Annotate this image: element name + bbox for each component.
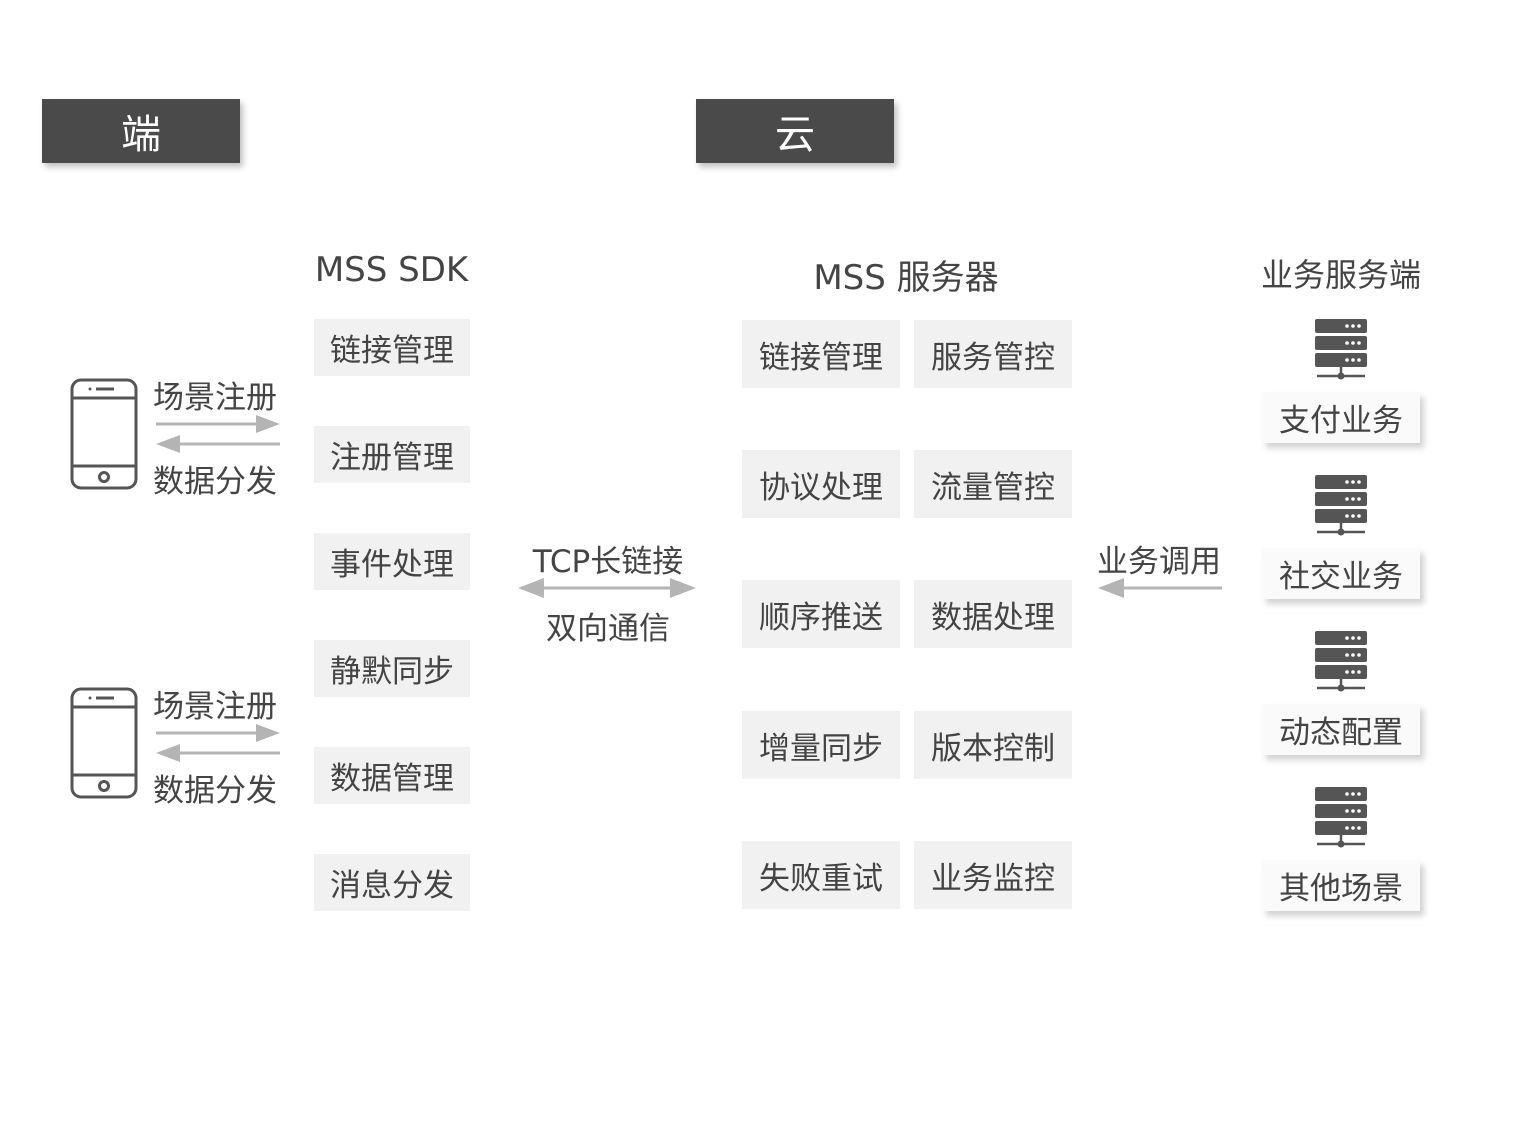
downlink-arrow — [156, 435, 280, 453]
business-item: 社交业务 — [1262, 548, 1420, 599]
cloud-tab: 云 — [696, 99, 894, 163]
business-item: 其他场景 — [1262, 860, 1420, 911]
server-item: 协议处理 — [742, 450, 900, 518]
server-item: 失败重试 — [742, 841, 900, 909]
phone-icon — [70, 378, 138, 490]
server-icon — [1315, 631, 1367, 692]
sdk-item: 注册管理 — [314, 426, 470, 483]
server-item: 服务管控 — [914, 320, 1072, 388]
sdk-item: 数据管理 — [314, 747, 470, 804]
data-dispatch-label: 数据分发 — [153, 773, 277, 809]
device-tab-label: 端 — [121, 112, 161, 158]
business-item: 支付业务 — [1262, 392, 1420, 443]
server-item: 增量同步 — [742, 711, 900, 779]
data-dispatch-label: 数据分发 — [153, 464, 277, 500]
uplink-arrow — [156, 724, 280, 742]
server-item: 版本控制 — [914, 711, 1072, 779]
business-title: 业务服务端 — [1260, 256, 1421, 294]
server-item: 流量管控 — [914, 450, 1072, 518]
phone-icon — [70, 687, 138, 799]
duplex-label: 双向通信 — [546, 611, 670, 647]
sdk-item: 链接管理 — [314, 319, 470, 376]
server-icon — [1315, 319, 1367, 380]
business-item: 动态配置 — [1262, 704, 1420, 755]
sdk-item: 事件处理 — [314, 533, 470, 590]
cloud-tab-label: 云 — [775, 112, 815, 158]
server-item: 业务监控 — [914, 841, 1072, 909]
downlink-arrow — [156, 744, 280, 762]
sdk-title: MSS SDK — [314, 250, 469, 290]
server-icon — [1315, 787, 1367, 848]
server-icon — [1315, 475, 1367, 536]
sdk-item: 消息分发 — [314, 854, 470, 911]
server-item: 链接管理 — [742, 320, 900, 388]
device-tab: 端 — [42, 99, 240, 163]
server-item: 数据处理 — [914, 580, 1072, 648]
server-title: MSS 服务器 — [813, 258, 999, 298]
tcp-label: TCP长链接 — [532, 544, 684, 580]
server-item: 顺序推送 — [742, 580, 900, 648]
business-call-arrow — [1098, 578, 1222, 598]
bidirectional-arrow — [518, 578, 696, 598]
business-call-label: 业务调用 — [1097, 544, 1221, 580]
scene-register-label: 场景注册 — [153, 689, 277, 725]
scene-register-label: 场景注册 — [153, 380, 277, 416]
uplink-arrow — [156, 415, 280, 433]
sdk-item: 静默同步 — [314, 640, 470, 697]
